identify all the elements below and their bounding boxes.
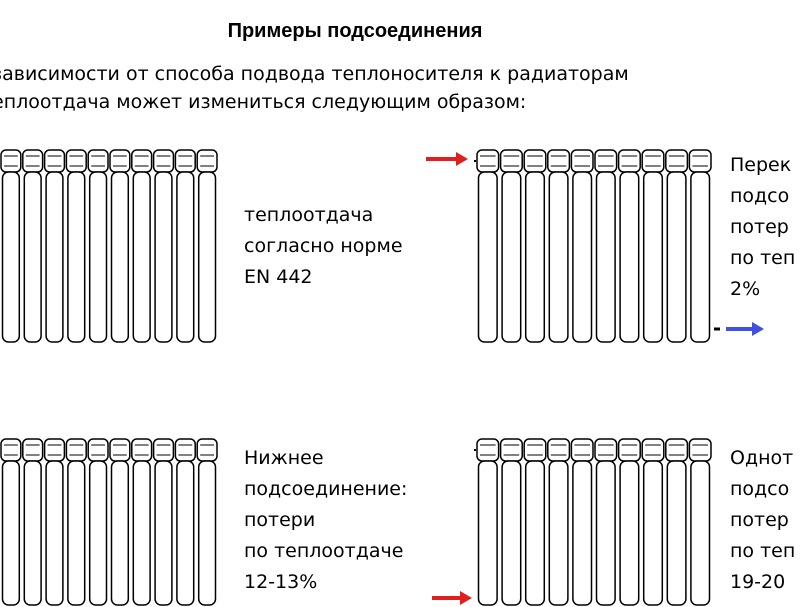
caption-line: EN 442: [244, 266, 313, 288]
caption-line: потер: [730, 216, 789, 238]
radiator-section: [109, 438, 131, 606]
radiator-section: [152, 149, 175, 343]
radiator-section: [196, 149, 218, 343]
radiator-section: [196, 438, 218, 606]
radiator-section: [499, 438, 523, 606]
caption-line: потери: [244, 509, 316, 531]
intro-line-1: зависимости от способа подвода теплоноси…: [0, 63, 629, 85]
radiator-section: [131, 149, 153, 343]
radiator-section: [617, 438, 641, 606]
caption-line: Перек: [730, 154, 792, 176]
radiator-section: [570, 149, 594, 343]
radiator-section: [594, 438, 618, 606]
supply-arrow-bottom: [432, 591, 472, 605]
supply-arrow-head: [456, 152, 468, 166]
supply-arrow: [426, 152, 468, 166]
caption-bottom: Нижнее подсоединение: потери по теплоотд…: [244, 443, 407, 598]
radiator-section: [547, 149, 571, 343]
radiator-section: [641, 438, 665, 606]
radiator-section: [476, 149, 500, 343]
radiator-section: [665, 438, 689, 606]
return-arrow: [726, 322, 764, 336]
caption-line: потер: [730, 509, 789, 531]
radiator-section: [523, 149, 547, 343]
radiator-section: [641, 149, 665, 343]
caption-line: по теплоотдаче: [244, 540, 404, 562]
radiator-section: [65, 438, 87, 606]
radiator-section: [617, 149, 641, 343]
radiator-section: [547, 438, 571, 606]
radiator-section: [109, 149, 131, 343]
radiator-section: [152, 438, 175, 606]
radiator-section: [174, 149, 196, 343]
caption-line: 2%: [730, 278, 761, 300]
diagram-title: Примеры подсоединения: [227, 20, 483, 42]
caption-line: теплоотдача: [244, 204, 374, 226]
radiator-section: [43, 149, 66, 343]
radiator-top-right: [474, 149, 720, 343]
caption-line: 12-13%: [244, 571, 318, 593]
radiator-section: [523, 438, 547, 606]
radiator-top-left: [0, 149, 218, 343]
caption-diagonal: Перек подсо потер по теп 2%: [730, 150, 795, 305]
radiator-section: [665, 149, 689, 343]
caption-line: Нижнее: [244, 447, 324, 469]
radiator-section: [65, 149, 87, 343]
radiator-bottom-right: [474, 438, 712, 606]
radiator-section: [131, 438, 153, 606]
radiator-section: [87, 438, 109, 606]
radiator-section: [476, 438, 500, 606]
caption-line: по теп: [730, 540, 796, 562]
caption-line: подсо: [730, 478, 790, 500]
return-arrow-head: [752, 322, 764, 336]
radiator-section: [174, 438, 196, 606]
caption-line: Однот: [730, 447, 794, 469]
caption-line: 19-20: [730, 571, 786, 593]
radiator-section: [87, 149, 109, 343]
radiator-section: [0, 149, 22, 343]
radiator-bottom-left: [0, 438, 218, 606]
radiator-section: [22, 438, 44, 606]
caption-line: подсо: [730, 185, 790, 207]
radiator-section: [688, 149, 712, 343]
radiator-section: [594, 149, 618, 343]
intro-line-2: еплоотдача может измениться следующим об…: [0, 91, 527, 113]
radiator-section: [22, 149, 44, 343]
caption-norm: теплоотдача согласно норме EN 442: [244, 200, 403, 293]
caption-line: по теп: [730, 247, 796, 269]
caption-one-sided: Однот подсо потер по теп 19-20: [730, 443, 795, 598]
radiator-section: [688, 438, 712, 606]
radiator-section: [43, 438, 66, 606]
caption-line: подсоединение:: [244, 478, 408, 500]
radiator-section: [499, 149, 523, 343]
radiator-section: [0, 438, 22, 606]
supply-arrow-bottom-head: [460, 591, 472, 605]
caption-line: согласно норме: [244, 235, 403, 257]
radiator-section: [570, 438, 594, 606]
